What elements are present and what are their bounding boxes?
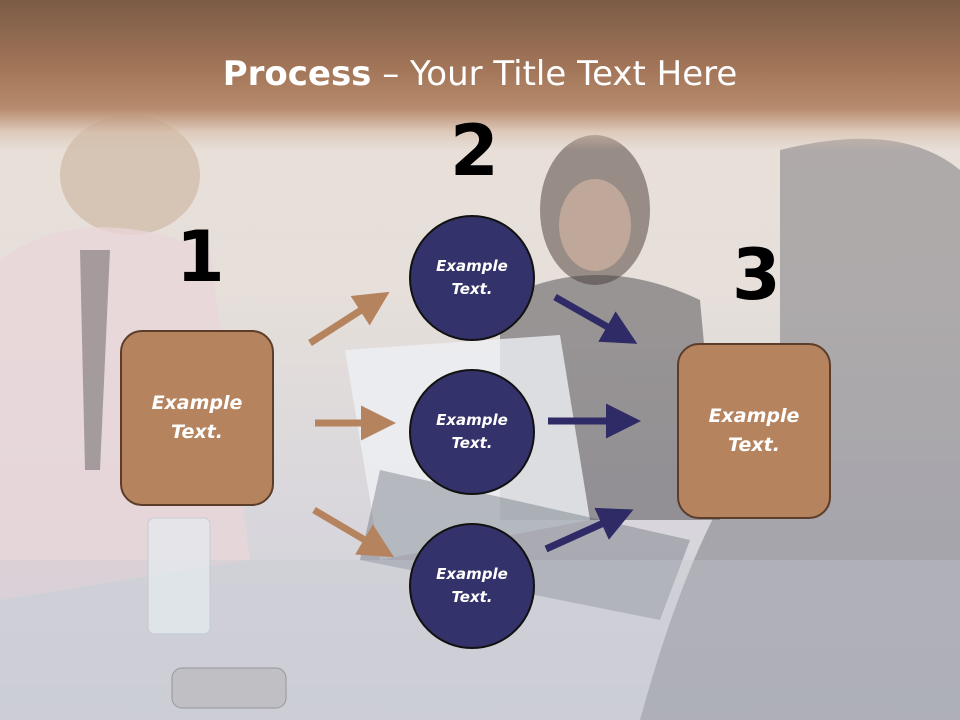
step-2-top-text: Example Text.: [436, 257, 508, 298]
step-1-box[interactable]: Example Text.: [120, 330, 274, 506]
step-3-box[interactable]: Example Text.: [677, 343, 831, 519]
title-bold: Process: [222, 54, 372, 94]
arrow-top-to-3: [553, 293, 638, 344]
title-rest: – Your Title Text Here: [371, 54, 738, 94]
step-2-bottom-text: Example Text.: [436, 565, 508, 606]
step-3-box-text: Example Text.: [708, 405, 800, 456]
step-2-top-circle[interactable]: Example Text.: [409, 215, 535, 341]
step-number-2: 2: [450, 110, 499, 192]
arrow-bottom-to-3: [544, 507, 634, 553]
step-2-middle-circle[interactable]: Example Text.: [409, 369, 535, 495]
arrow-1-to-top: [308, 291, 390, 346]
title-bar: [0, 0, 960, 150]
arrow-1-to-bottom: [312, 506, 395, 558]
step-1-box-text: Example Text.: [151, 392, 243, 443]
step-2-bottom-circle[interactable]: Example Text.: [409, 523, 535, 649]
step-2-middle-text: Example Text.: [436, 411, 508, 452]
step-number-1: 1: [176, 216, 225, 298]
step-number-3: 3: [732, 234, 781, 316]
slide-title: Process – Your Title Text Here: [0, 52, 960, 96]
